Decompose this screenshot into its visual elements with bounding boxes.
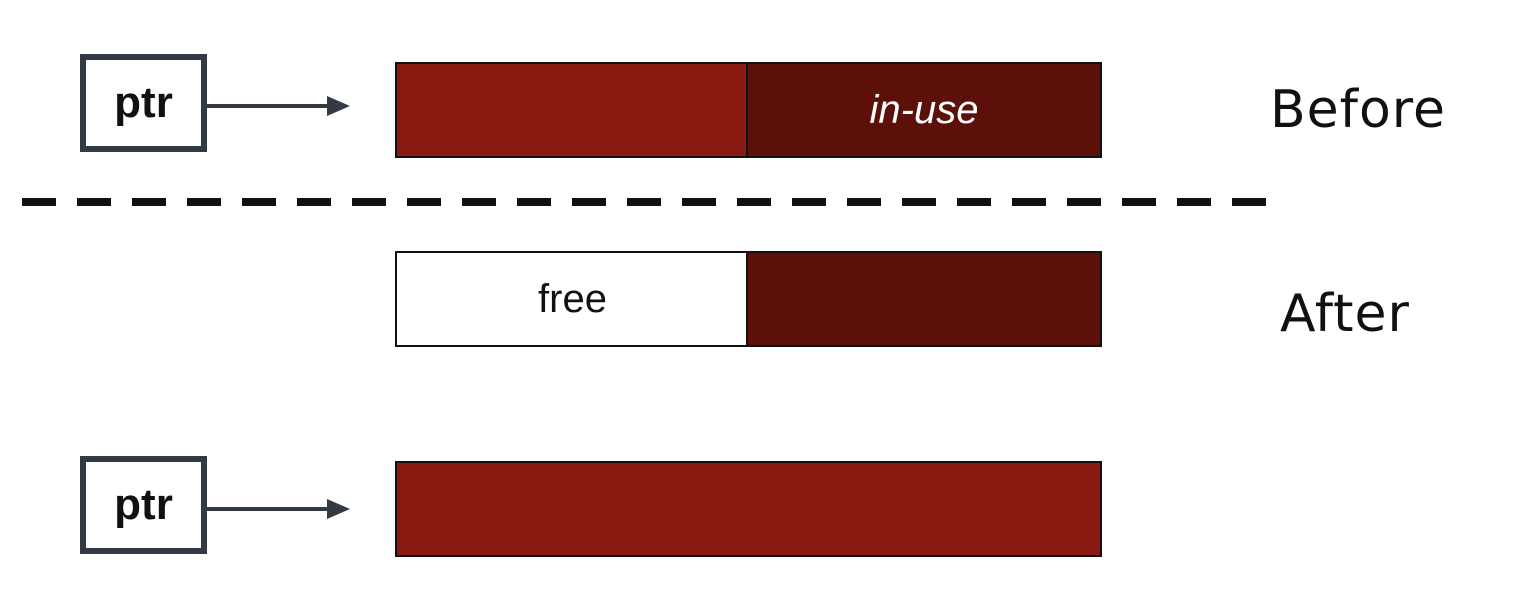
- after-block-merged: [395, 461, 1102, 557]
- free-label: free: [538, 276, 607, 321]
- after-ptr-box: ptr: [80, 456, 207, 554]
- after-block-right: [746, 251, 1102, 347]
- before-ptr-label: ptr: [114, 78, 173, 127]
- before-block-in-use: in-use: [746, 62, 1102, 158]
- before-block-left: [395, 62, 750, 158]
- after-ptr-arrow: [207, 499, 350, 519]
- after-ptr-label: ptr: [114, 480, 173, 529]
- before-ptr-arrow: [207, 96, 350, 116]
- after-state-label: After: [1280, 284, 1410, 344]
- in-use-label: in-use: [869, 87, 979, 132]
- before-after-divider: [22, 198, 1278, 206]
- before-ptr-box: ptr: [80, 54, 207, 152]
- after-block-free: free: [395, 251, 750, 347]
- before-state-label: Before: [1270, 80, 1447, 140]
